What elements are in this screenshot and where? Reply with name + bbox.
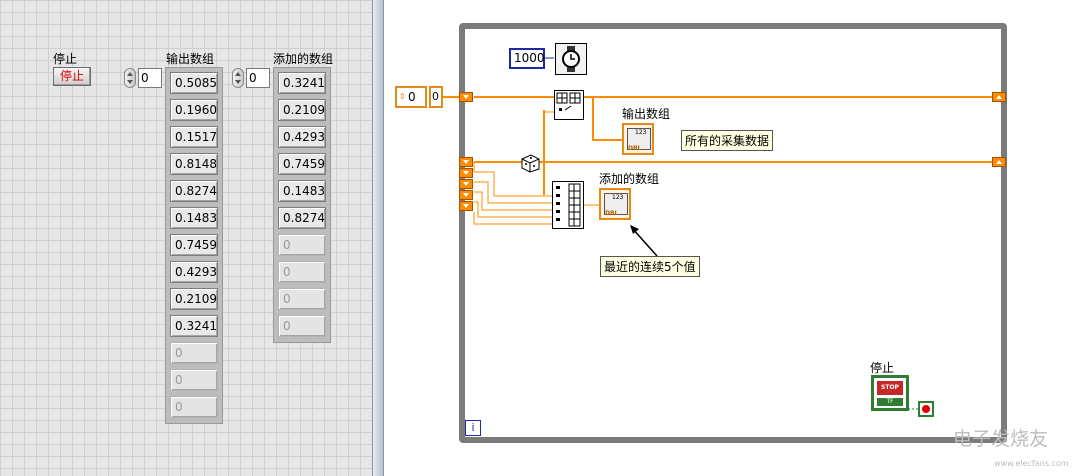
array-element[interactable]: 0.81487 [170,153,218,175]
shift-register-left[interactable] [459,179,473,189]
build-array-icon [556,92,581,111]
init-value: 0 [432,90,439,103]
shift-register-left[interactable] [459,168,473,178]
output-indicator-label: 输出数组 [622,107,671,121]
array-element[interactable]: 0.32418 [278,72,326,94]
array-element[interactable]: 0 [170,396,218,418]
comment-arrow [631,227,658,257]
stop-terminal-label: 停止 [870,361,895,375]
added-array-label: 添加的数组 [273,52,334,66]
array-element[interactable]: 0.74592 [278,153,326,175]
array-element[interactable]: 0 [170,342,218,364]
updown-icon: ⇕ [399,92,406,101]
while-loop[interactable] [459,23,1007,443]
loop-condition-terminal[interactable] [918,401,934,417]
wire [592,97,622,141]
watermark-logo: 电子发烧友 [953,428,1049,450]
array-element[interactable]: 0 [278,261,326,283]
array-element[interactable]: 0.21094 [170,288,218,310]
array-element[interactable]: 0.19603 [170,99,218,121]
shift-register-left[interactable] [459,190,473,200]
wire [474,201,552,218]
shift-register-init-constant[interactable]: 0 [429,86,443,108]
build-array-function[interactable] [554,90,584,120]
index-value[interactable]: 0 [246,68,270,88]
dbl-tag: DBL [628,145,642,152]
num-tag: 123 [635,129,647,136]
wire [474,171,552,197]
shift-register-left[interactable] [459,92,473,102]
wait-ms-function[interactable] [555,43,587,75]
watermark-url: www.elecfans.com [994,459,1069,468]
stop-label: 停止 [53,52,78,66]
indicator-display: 123 [627,128,651,150]
output-array-label: 输出数组 [166,52,215,66]
random-number-function[interactable] [519,151,541,173]
num-tag: 123 [612,194,624,201]
wristwatch-icon [562,46,580,72]
wire [474,191,552,211]
build-array-5-function[interactable] [552,181,584,229]
stop-face: STOP [877,381,903,395]
array-element[interactable]: 0 [278,315,326,337]
comment-arrowhead [630,225,639,234]
array-element[interactable]: 0.82742 [170,180,218,202]
dbl-tag: DBL [605,210,619,217]
index-spinner[interactable] [232,68,244,88]
array-element[interactable]: 0 [278,288,326,310]
shift-register-init-constant[interactable]: ⇕ 0 [395,86,427,108]
iteration-terminal: i [465,420,481,436]
added-array-indicator[interactable]: 123 DBL [599,188,631,220]
array-element[interactable]: 0.32418 [170,315,218,337]
shift-register-right[interactable] [992,92,1006,102]
shift-register-right[interactable] [992,157,1006,167]
comment-all-data: 所有的采集数据 [681,130,774,151]
stop-button[interactable]: 停止 [53,67,91,86]
array-element[interactable]: 0.15175 [170,126,218,148]
added-array: 0.32418 0.21094 0.42936 0.74592 0.14830 … [273,67,331,343]
array-element[interactable]: 0 [278,234,326,256]
tf-tag: TF [877,398,903,406]
shift-register-left[interactable] [459,157,473,167]
added-indicator-label: 添加的数组 [599,172,660,186]
wire [474,181,552,204]
wires [432,57,992,410]
shift-register-left[interactable] [459,201,473,211]
array-element[interactable]: 0 [170,369,218,391]
index-value[interactable]: 0 [138,68,162,88]
wait-ms-constant[interactable]: 1000 [509,48,545,69]
array-element[interactable]: 0.21094 [278,99,326,121]
block-diagram: 1000 ⇕ 0 0 [384,0,1076,476]
array-element[interactable]: 0.42936 [278,126,326,148]
indicator-display: 123 [604,193,628,215]
wire [473,212,552,225]
build-array-icon [556,183,581,227]
stop-terminal[interactable]: STOP TF [871,375,909,411]
dice-icon [521,154,540,173]
vertical-scrollbar[interactable] [372,0,384,476]
array-element[interactable]: 0.42936 [170,261,218,283]
init-value: 0 [408,90,416,104]
array-element[interactable]: 0.82742 [278,207,326,229]
comment-recent-values: 最近的连续5个值 [600,256,700,277]
array-element[interactable]: 0.74592 [170,234,218,256]
index-spinner[interactable] [124,68,136,88]
output-array-indicator[interactable]: 123 DBL [622,123,654,155]
